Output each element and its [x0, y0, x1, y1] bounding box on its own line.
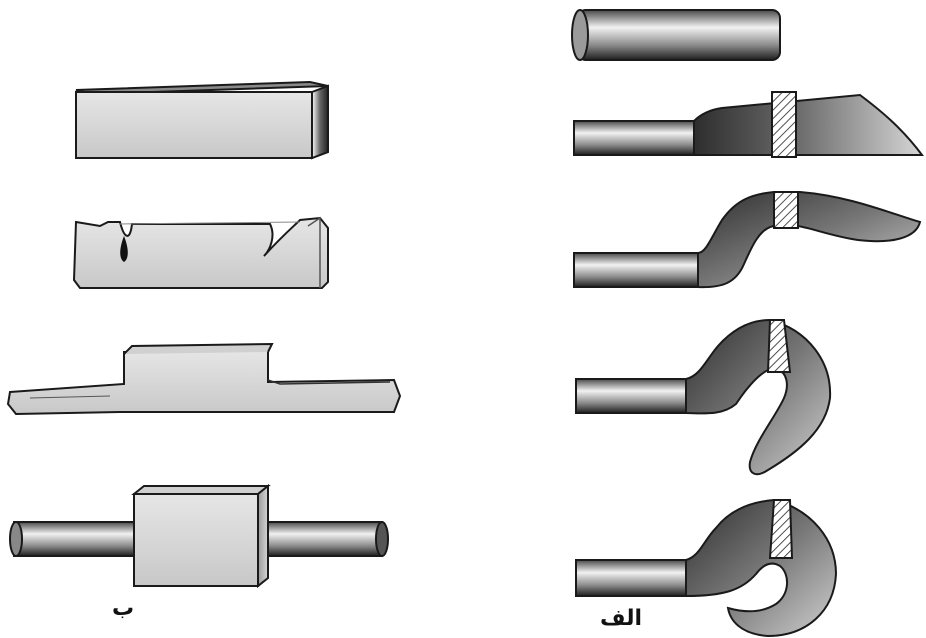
finished-bar-with-central-block: [9, 483, 389, 589]
right-column-label: الف: [600, 606, 643, 631]
bar-with-curved-hook: [575, 318, 832, 476]
round-bar-stock: [571, 9, 781, 61]
finished-hook: [575, 498, 838, 638]
bar-with-flattened-tapered-end: [573, 91, 924, 158]
bar-with-bent-tapered-end: [573, 191, 922, 289]
rectangular-block-stock: [75, 80, 329, 160]
block-with-notches: [72, 216, 329, 289]
drawn-out-stepped-bar: [6, 342, 402, 416]
left-column-label: ب: [112, 596, 135, 621]
